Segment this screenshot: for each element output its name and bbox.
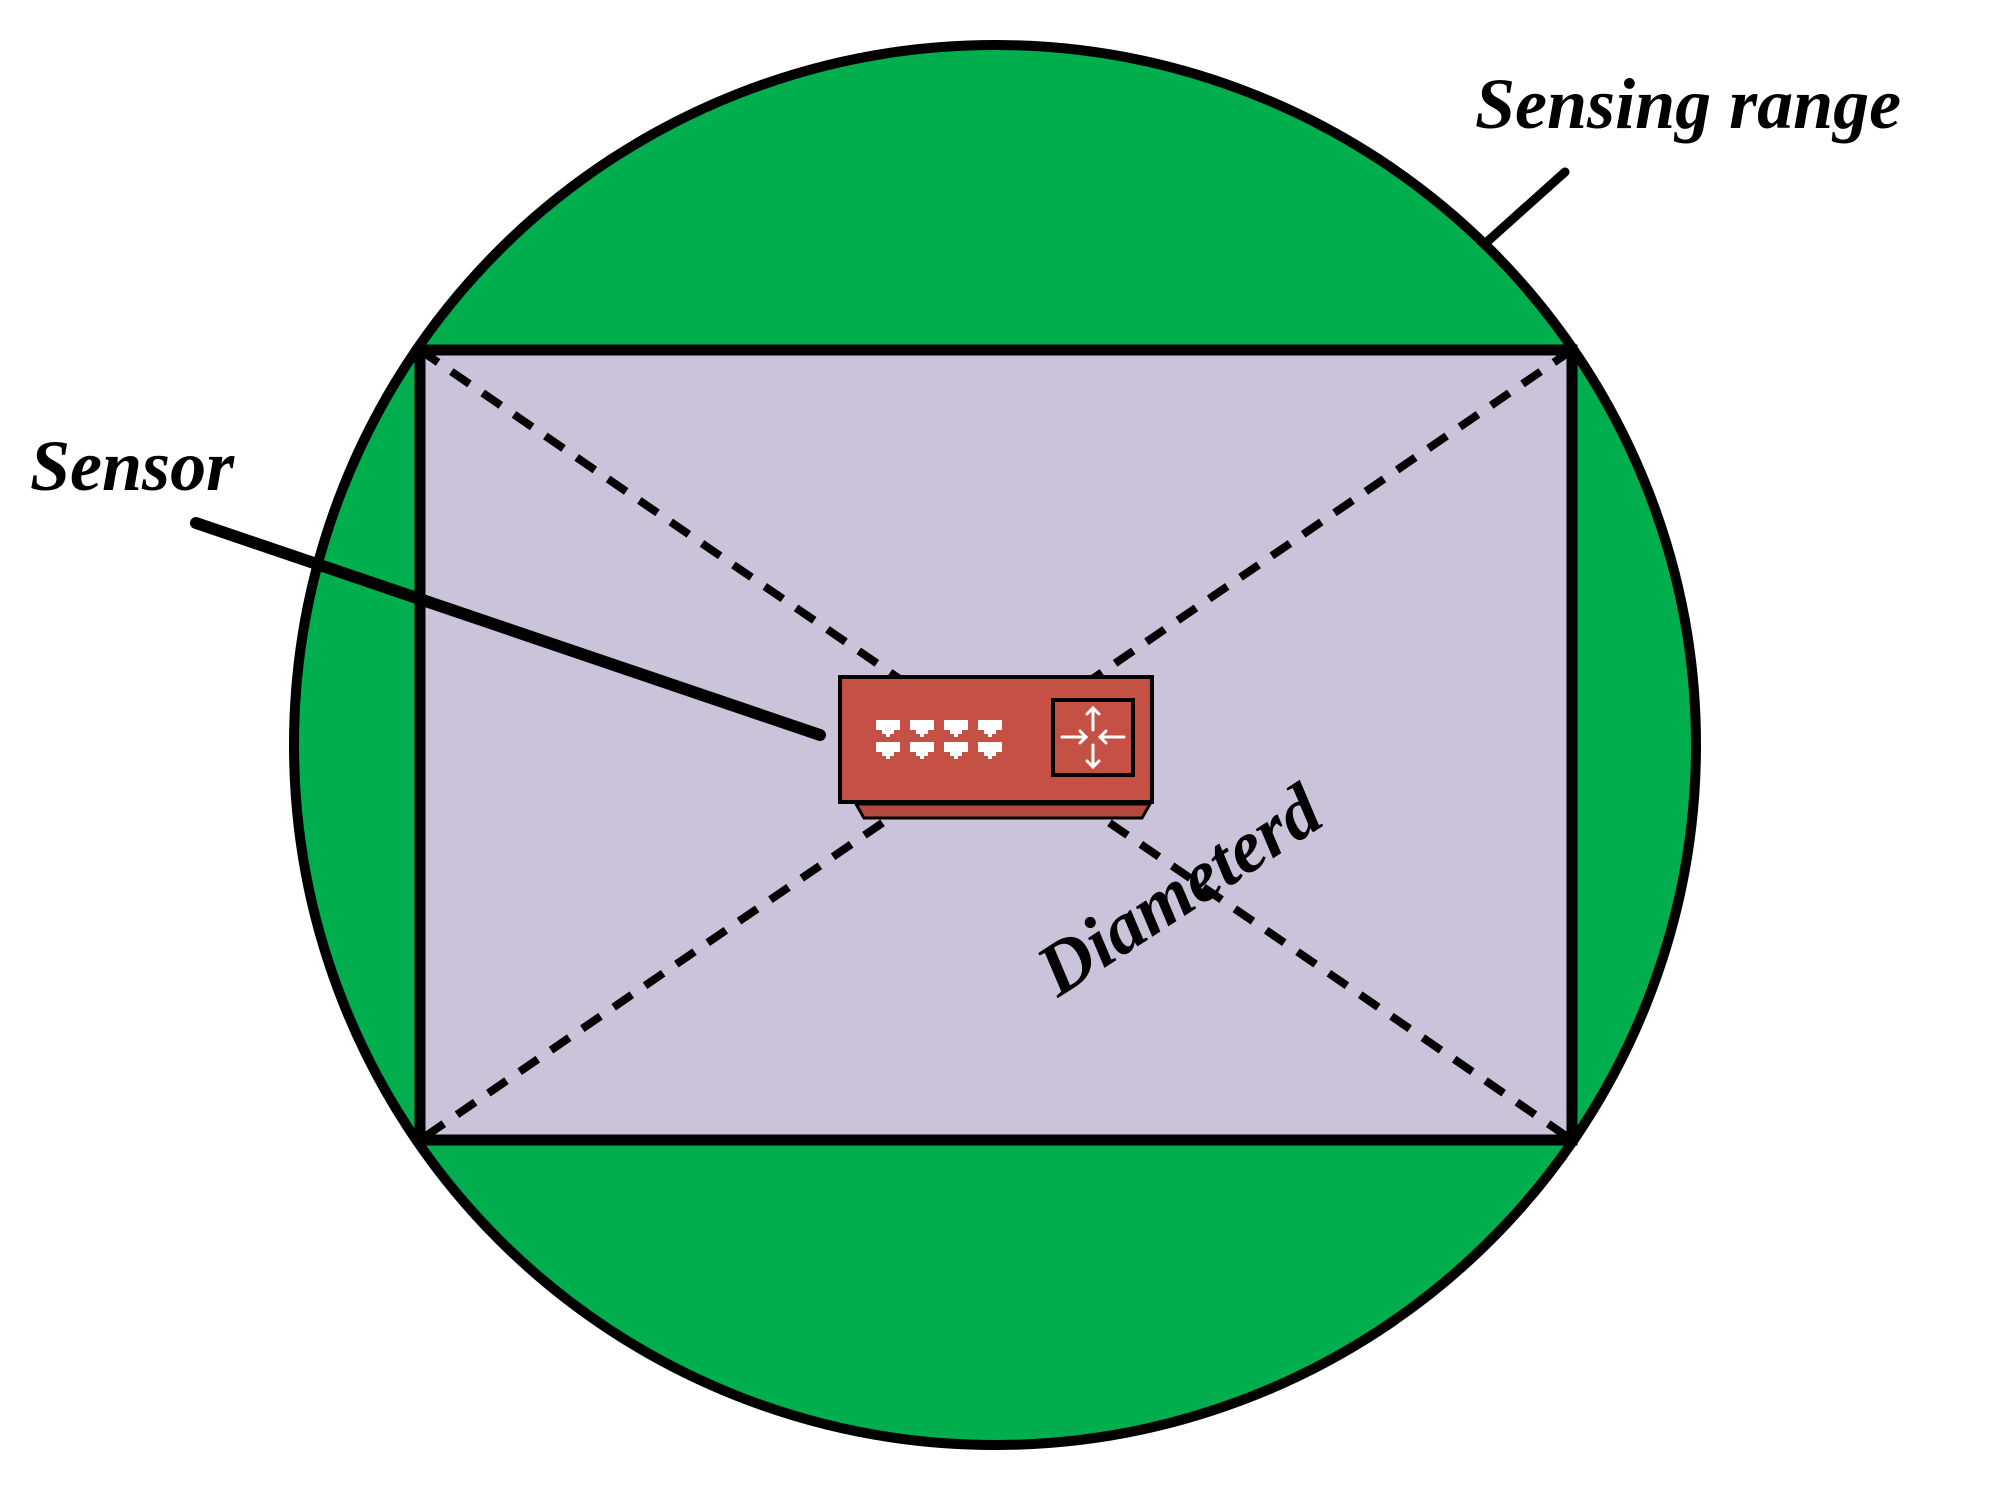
sensing-range-leader-line — [1483, 167, 1570, 246]
sensing-range-label: Sensing range — [1475, 64, 1901, 144]
ethernet-port-icon — [910, 720, 934, 759]
ethernet-port-icon — [876, 720, 900, 759]
ethernet-port-icon — [944, 720, 968, 759]
sensor-leader-line — [190, 517, 826, 741]
ethernet-port-icon — [978, 720, 1002, 759]
router-icon — [838, 675, 1154, 820]
sensor-base — [853, 802, 1153, 820]
sensor-label: Sensor — [30, 426, 235, 506]
arrows-icon — [1060, 705, 1126, 770]
